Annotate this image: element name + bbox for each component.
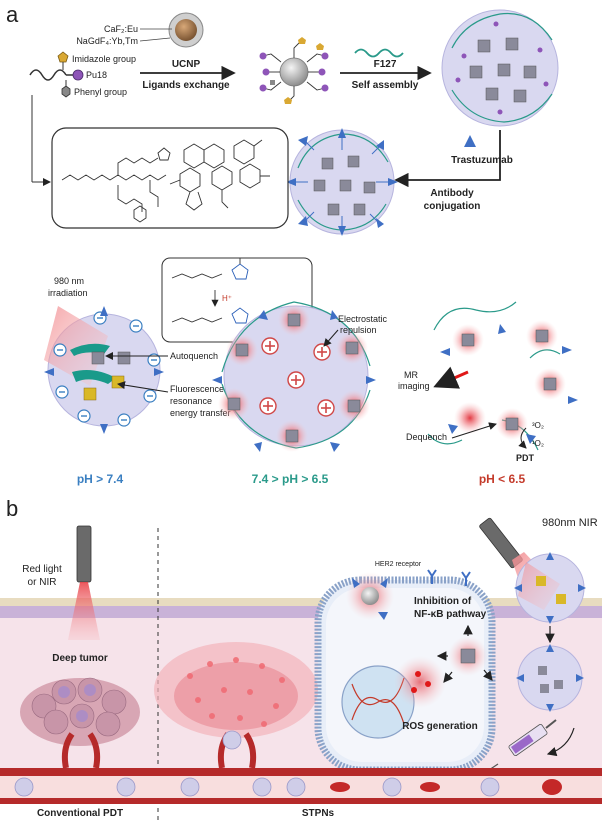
nanoparticle-mid-ph: [212, 301, 376, 452]
panel-b-letter: b: [6, 496, 18, 521]
stpn-tumor: [154, 642, 318, 738]
vessel-wall-bottom: [0, 798, 602, 804]
resting-stpn: [516, 644, 584, 712]
functionalized-ucnp: [259, 37, 329, 104]
nanoparticle-neutral-ph: [44, 306, 164, 434]
dissociated-nanoparticle: [427, 301, 578, 451]
nfkb-label-2: NF-κB pathway: [414, 609, 487, 620]
fret-label-1: Fluorescence: [170, 384, 224, 394]
step1-top: UCNP: [172, 59, 201, 70]
dequench-arrow: [451, 422, 497, 439]
light-label-1: Red light: [22, 564, 62, 575]
deep-tumor-label: Deep tumor: [52, 653, 108, 664]
receptor-bound-stpn: [346, 572, 394, 620]
stpns-label: STPNs: [302, 808, 335, 819]
circulating-nanoparticles: [14, 730, 500, 797]
ucnp-core-label: CaF₂:Eu: [104, 24, 138, 34]
repulsion-label-1: Electrostatic: [338, 314, 388, 324]
step1-bottom: Ligands exchange: [142, 80, 230, 91]
mr-label-2: imaging: [398, 381, 430, 391]
phenyl-icon: [61, 85, 71, 98]
conventional-pdt-label: Conventional PDT: [37, 808, 123, 819]
ligand-molecule: [29, 51, 84, 98]
internalized-stpn: [436, 624, 493, 683]
imidazole-icon: [57, 51, 69, 63]
syringe-icon: [485, 719, 557, 773]
shell-leader: [139, 37, 171, 42]
red-blood-cells: [330, 779, 562, 795]
chemical-structure: [61, 139, 270, 223]
nfkb-label-1: Inhibition of: [414, 596, 472, 607]
irradiation-label-1: 980 nm: [54, 276, 84, 286]
skin-layer: [0, 598, 602, 606]
irradiated-stpn: [514, 552, 586, 624]
panel-a-letter: a: [6, 2, 19, 27]
f127-icon: [354, 48, 404, 58]
light-label-2: or NIR: [28, 577, 57, 588]
antibody-conjugated-nanoparticle: [286, 128, 398, 236]
ucnp-shell-label: NaGdF₄:Yb,Tm: [76, 36, 138, 46]
legend-imidazole: Imidazole group: [72, 54, 136, 64]
step3-drug: Trastuzumab: [451, 155, 513, 166]
injection-arrow: [546, 727, 575, 757]
her2-label: HER2 receptor: [375, 561, 422, 568]
fret-label-3: energy transfer: [170, 408, 231, 418]
chemical-structure-box: [51, 127, 289, 229]
repulsion-arrow: [323, 329, 339, 347]
ph-state-acid: pH < 6.5: [479, 472, 526, 486]
pu18-icon: [72, 69, 84, 81]
trastuzumab-icon: [464, 135, 476, 147]
o2-singlet-label: ¹O₂: [532, 439, 544, 448]
o2-triplet-label: ³O₂: [532, 421, 544, 430]
conventional-tumor: [20, 677, 140, 746]
fret-label-2: resonance: [170, 396, 212, 406]
o2-conversion-arrow: [518, 427, 527, 449]
light-source: [76, 525, 92, 583]
step3-line1: Antibody: [430, 188, 474, 199]
step3-line2: conjugation: [424, 201, 481, 212]
irradiation-label-2: irradiation: [48, 288, 88, 298]
mr-label-1: MR: [404, 370, 418, 380]
autoquench-label: Autoquench: [170, 351, 218, 361]
legend-phenyl: Phenyl group: [74, 87, 127, 97]
ph-state-mid: 7.4 > pH > 6.5: [252, 472, 329, 486]
mr-imaging-arrow: [433, 366, 469, 389]
her2-receptor-icons: [427, 569, 471, 586]
ph-state-neutral: pH > 7.4: [77, 472, 124, 486]
ros-label: ROS generation: [402, 721, 478, 732]
pdt-label: PDT: [516, 453, 535, 463]
ucnp-icon: [168, 12, 204, 48]
step2-bottom: Self assembly: [352, 80, 419, 91]
imidazole-structure: [171, 258, 249, 324]
nir-label: 980nm NIR: [542, 517, 598, 529]
cancer-cell: [314, 576, 496, 774]
dequench-label: Dequench: [406, 432, 447, 442]
step2-top: F127: [374, 59, 397, 70]
repulsion-label-2: repulsion: [340, 325, 377, 335]
vessel-wall-top: [0, 768, 602, 776]
light-beam: [68, 582, 100, 640]
conjugation-arrow: [394, 130, 501, 188]
fret-arrow: [117, 381, 169, 393]
assembled-nanoparticle: [441, 9, 559, 127]
legend-pu18: Pu18: [86, 70, 107, 80]
protonation-label: H⁺: [222, 294, 232, 303]
